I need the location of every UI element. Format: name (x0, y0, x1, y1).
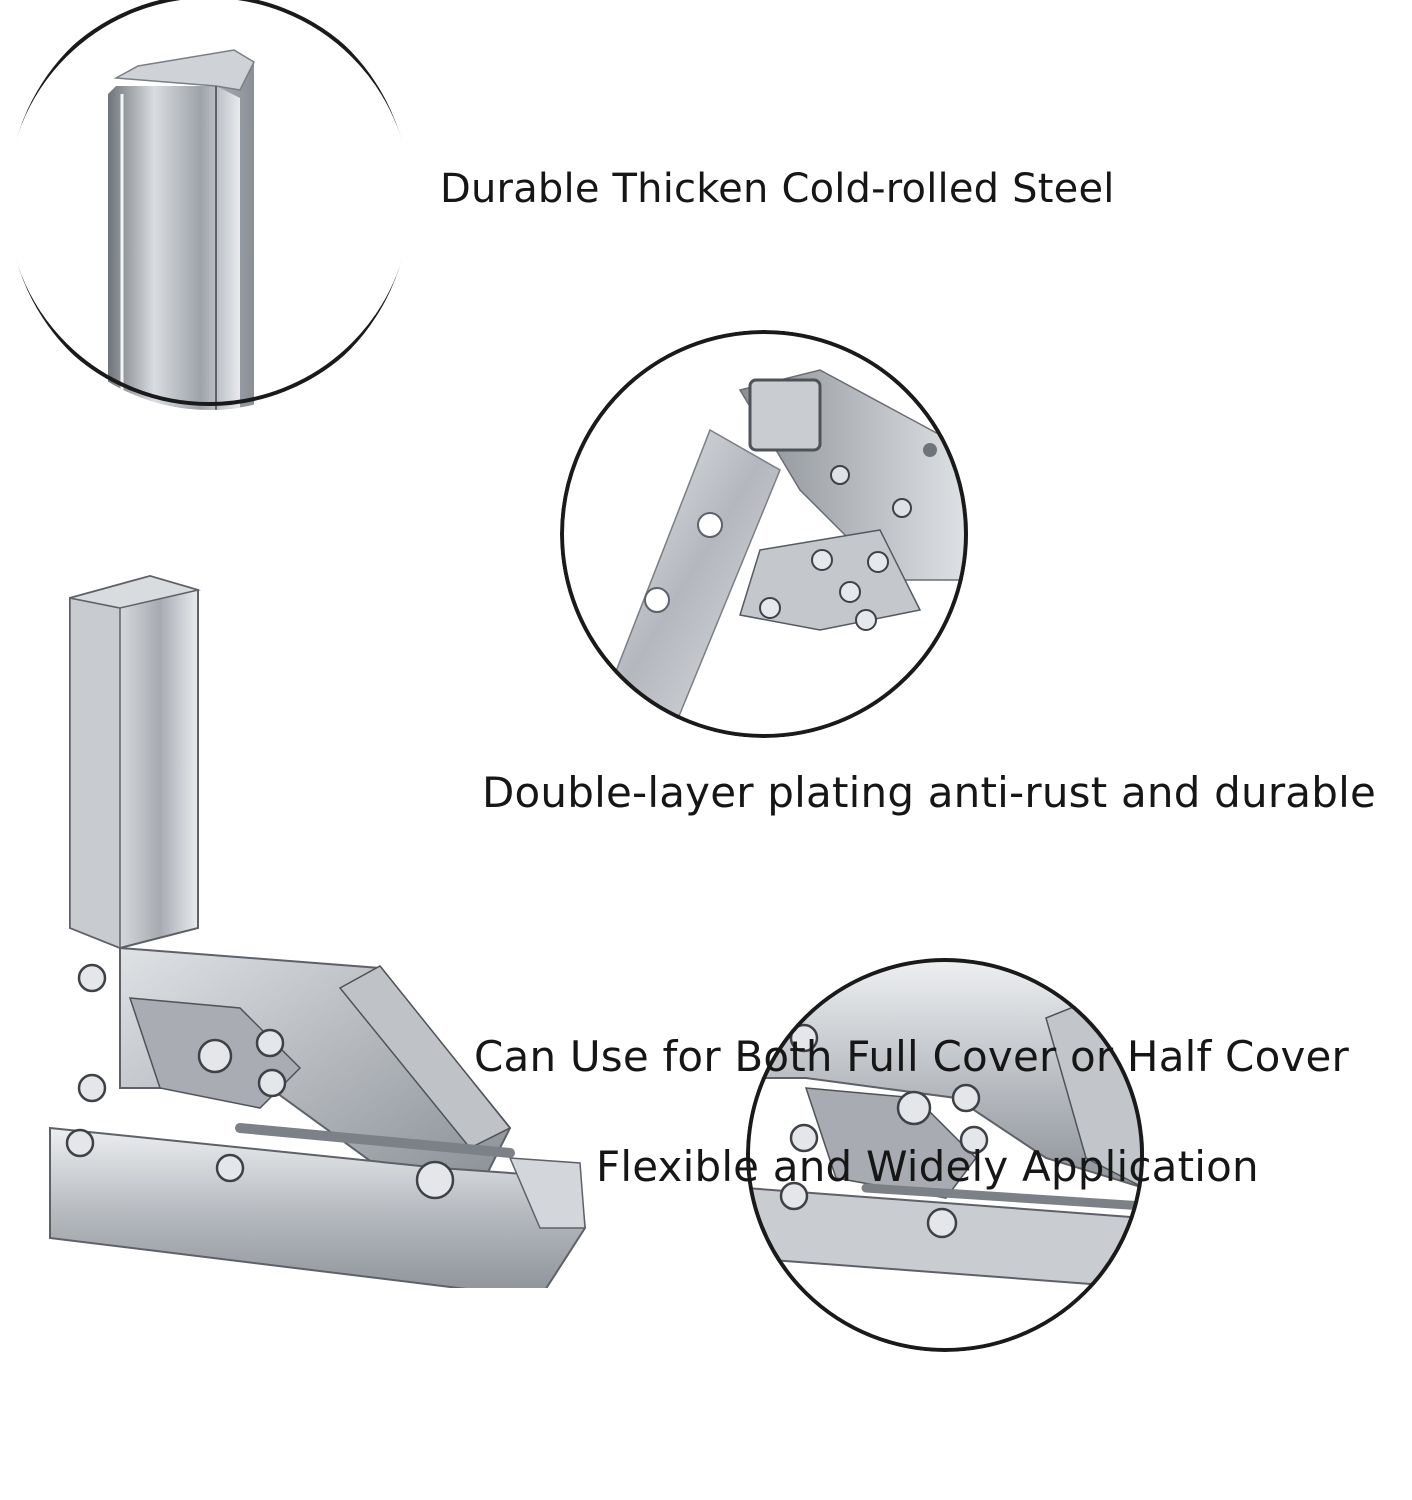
caption-cover-line2: Flexible and Widely Application (596, 1142, 1259, 1191)
pivot-mechanism-detail-image (560, 330, 968, 738)
caption-cover-line1: Can Use for Both Full Cover or Half Cove… (474, 1032, 1350, 1081)
steel-edge-detail-image (8, 0, 410, 410)
folding-hinge-product-image (40, 568, 600, 1300)
caption-durable-steel: Durable Thicken Cold-rolled Steel (440, 166, 1115, 212)
cover-closeup-detail-image (746, 958, 1144, 1352)
caption-plating: Double-layer plating anti-rust and durab… (482, 768, 1376, 817)
